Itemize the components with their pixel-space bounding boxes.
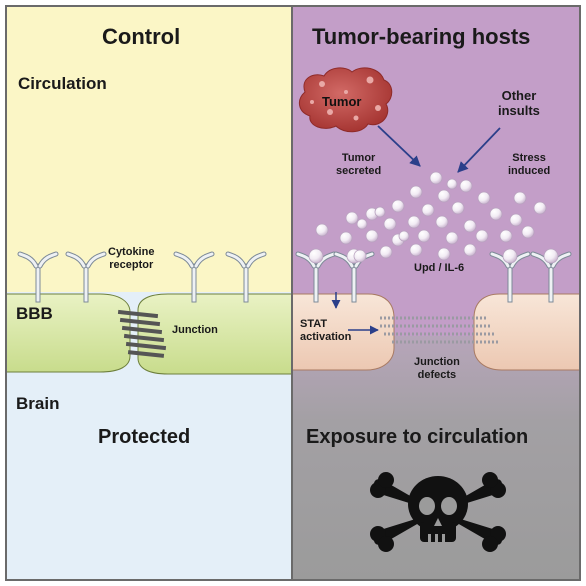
bbb-cell-left-tumor [291,293,395,371]
junction-defects-label: Junction defects [414,356,460,381]
bbb-cell-right [137,293,293,375]
protected-label: Protected [98,426,191,448]
tumor-secreted-label: Tumor secreted [336,152,382,177]
bbb-label: BBB [16,304,53,323]
exposure-label: Exposure to circulation [306,426,529,448]
junction-label: Junction [172,324,218,336]
tumor-bearing-hosts-title: Tumor-bearing hosts [312,24,531,49]
upd-il6-particles [315,171,547,263]
brain-label: Brain [16,394,60,413]
bbb-cell-right-tumor [473,293,581,371]
tumor-circulation-region [292,6,580,336]
tumor-label: Tumor [322,94,362,109]
skull-and-crossbones-icon [370,472,506,552]
other-insults-label: Other insults [498,88,540,118]
control-title: Control [102,24,181,49]
tumor-mass [298,67,393,133]
control-circulation-region [6,6,292,292]
circulation-label: Circulation [18,74,107,93]
defective-junction [380,316,500,344]
tight-junction [117,309,167,358]
upd-il6-label: Upd / IL-6 [414,262,465,274]
stat-activation-label: STAT activation [300,318,352,343]
bbb-cell-left [5,293,131,373]
stress-induced-label: Stress induced [508,152,551,177]
cytokine-receptor-label: Cytokine receptor [108,246,155,271]
